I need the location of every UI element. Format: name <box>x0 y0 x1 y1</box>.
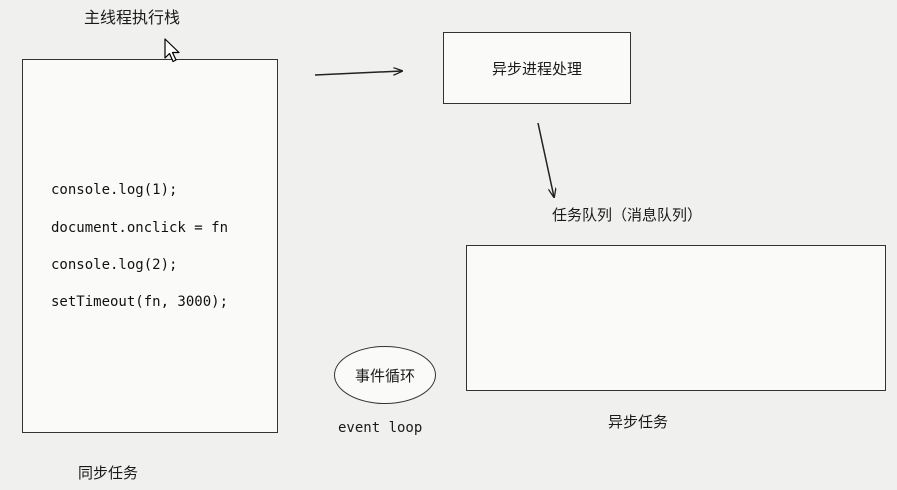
arrow-async-to-queue <box>537 122 554 197</box>
arrow-stack-to-async <box>314 71 402 76</box>
async-process-box: 异步进程处理 <box>443 32 631 104</box>
mouse-pointer-icon <box>164 38 180 63</box>
code-line: console.log(2); <box>51 257 178 273</box>
code-line: document.onclick = fn <box>51 220 229 236</box>
main-stack-box: console.log(1); document.onclick = fn co… <box>22 59 278 433</box>
event-loop-ellipse: 事件循环 <box>334 346 436 404</box>
main-stack-title: 主线程执行栈 <box>84 8 181 27</box>
sync-task-label: 同步任务 <box>78 464 139 482</box>
async-process-label: 异步进程处理 <box>491 59 582 78</box>
event-loop-caption: event loop <box>338 420 423 436</box>
async-task-label: 异步任务 <box>608 413 669 431</box>
task-queue-box <box>466 245 886 391</box>
code-line: console.log(1); <box>51 182 178 198</box>
task-queue-label: 任务队列（消息队列） <box>552 206 703 224</box>
code-line: setTimeout(fn, 3000); <box>51 294 229 310</box>
event-loop-label: 事件循环 <box>354 366 415 385</box>
